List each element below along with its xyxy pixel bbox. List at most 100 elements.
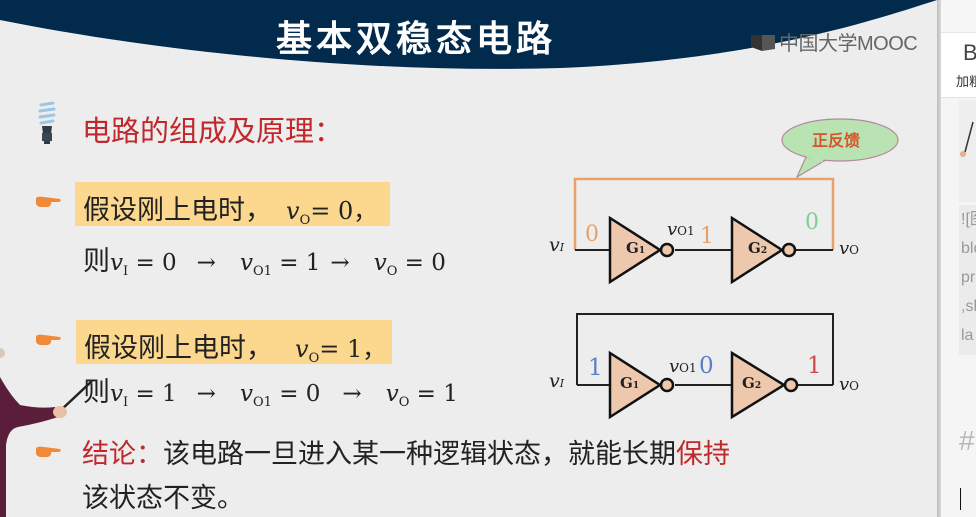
gate-sub: 1 <box>638 246 646 256</box>
arrow: → <box>330 250 350 276</box>
text-cursor[interactable] <box>960 488 961 510</box>
var-sub: I <box>559 241 565 254</box>
lightbulb-icon <box>38 101 56 144</box>
var-sub: O <box>849 379 860 393</box>
assumption-text-1: 假设刚上电时，vO= 0， <box>83 188 377 228</box>
var-value: = 0 <box>128 250 177 276</box>
var-value: = 1 <box>271 250 321 276</box>
circuit1-output-value: 0 <box>805 210 819 235</box>
circuit1-input-value: 0 <box>585 222 599 247</box>
circuit1-input-label: vI <box>549 234 564 256</box>
var-sub: O1 <box>677 224 695 238</box>
assumption-label: 假设刚上电时， <box>83 195 272 226</box>
teacher-figure <box>0 348 93 517</box>
conclusion-line-1: 结论：该电路一旦进入某一种逻辑状态，就能长期保持 <box>82 432 730 471</box>
condition-value: = 0， <box>310 197 378 225</box>
pointing-hand-icon <box>36 334 61 345</box>
assumption-text-2: 假设刚上电时，vO= 1， <box>84 326 386 366</box>
gate-letter: G <box>626 239 639 257</box>
mooc-logo-icon <box>751 34 775 51</box>
pointing-hand-icon <box>36 446 61 457</box>
inverter-gate-g2 <box>730 350 787 420</box>
circuit2-mid-value: 0 <box>699 353 714 379</box>
gate-sub: 2 <box>754 381 762 391</box>
var-sub: I <box>123 264 129 279</box>
var-value: = 0 <box>271 381 321 407</box>
panel-separator <box>941 97 976 98</box>
then-label: 则 <box>83 377 110 408</box>
var-sub: I <box>559 377 565 390</box>
circuit1-mid-value: 1 <box>700 224 714 249</box>
logic-chain-1: 则 vI = 0 → vO1 = 1 → vO = 0 <box>83 239 446 279</box>
gate-letter: G <box>742 374 755 392</box>
arrow: → <box>196 250 216 276</box>
code-line: blo <box>961 240 976 257</box>
var-value: = 0 <box>397 250 446 276</box>
var-v: v <box>385 381 399 407</box>
var-v: v <box>667 219 678 240</box>
var-sub: I <box>123 395 129 410</box>
var-value: = 1 <box>128 381 177 407</box>
var-v: v <box>549 234 560 256</box>
conclusion-label: 结论： <box>82 439 163 470</box>
var-sub: O1 <box>679 361 697 375</box>
panel-toolbar <box>941 0 976 33</box>
var-sub: O <box>386 264 398 279</box>
circuit2-input-label: vI <box>549 370 564 392</box>
gate-g1-label: G1 <box>620 374 639 392</box>
var-v: v <box>839 374 850 395</box>
conclusion-emphasis: 保持 <box>676 439 730 470</box>
var-value: = 1 <box>409 381 458 407</box>
slide-title: 基本双稳态电路 <box>276 19 557 60</box>
panel-subtitle: 加粗 <box>956 75 976 90</box>
side-editor-panel: B 加粗 ![图 blo pr ,sl la # <box>941 0 976 517</box>
feedback-wire <box>576 313 834 385</box>
circuit-diagram-1 <box>573 177 835 285</box>
code-line: ,sl <box>961 298 976 315</box>
feedback-bubble <box>781 118 899 179</box>
var-v: v <box>239 381 253 407</box>
circuit2-input-value: 1 <box>588 355 603 381</box>
var-sub: O <box>398 395 410 410</box>
var-v: v <box>286 197 300 225</box>
feedback-wire <box>573 177 835 250</box>
condition-value: = 1， <box>319 335 387 363</box>
arrow: → <box>196 381 216 407</box>
circuit1-mid-label: vO1 <box>667 219 695 240</box>
conclusion-text: 该电路一旦进入某一种逻辑状态，就能长期 <box>163 439 676 470</box>
var-v: v <box>373 250 387 276</box>
mooc-logo: 中国大学MOOC <box>750 27 918 56</box>
var-v: v <box>295 335 309 363</box>
circuit1-output-label: vO <box>839 238 859 259</box>
header-band <box>0 0 937 69</box>
var-v: v <box>239 250 253 276</box>
var-v: v <box>110 381 123 407</box>
gate-g1-label: G1 <box>626 239 645 257</box>
lecture-slide: 基本双稳态电路 中国大学MOOC 电路的组成及原理： 假设刚上电时，vO= 0，… <box>0 0 937 517</box>
gate-g2-label: G2 <box>748 239 767 257</box>
var-v: v <box>839 238 850 259</box>
circuit2-output-label: vO <box>839 374 859 395</box>
assumption-highlight-1 <box>75 182 390 226</box>
panel-divider[interactable] <box>937 0 941 517</box>
var-sub: O1 <box>252 395 272 410</box>
pointing-hand-icon <box>36 196 61 207</box>
var-sub: O1 <box>252 264 272 279</box>
section-heading: 电路的组成及原理： <box>82 114 344 148</box>
inverter-gate-g1 <box>608 215 663 285</box>
image-thumbnail-icon <box>960 121 974 157</box>
code-line: ![图 <box>961 211 976 228</box>
gate-letter: G <box>620 374 633 392</box>
gate-sub: 1 <box>632 381 640 391</box>
var-sub: O <box>308 351 320 366</box>
var-v: v <box>110 250 123 276</box>
circuit2-output-value: 1 <box>807 353 822 379</box>
var-v: v <box>549 370 560 392</box>
then-label: 则 <box>83 246 110 277</box>
gate-g2-label: G2 <box>742 374 761 392</box>
code-line: la <box>961 327 974 344</box>
inverter-gate-g1 <box>608 350 663 420</box>
var-v: v <box>669 356 680 377</box>
circuit-diagram-2 <box>576 313 834 420</box>
assumption-highlight-2 <box>76 320 392 364</box>
